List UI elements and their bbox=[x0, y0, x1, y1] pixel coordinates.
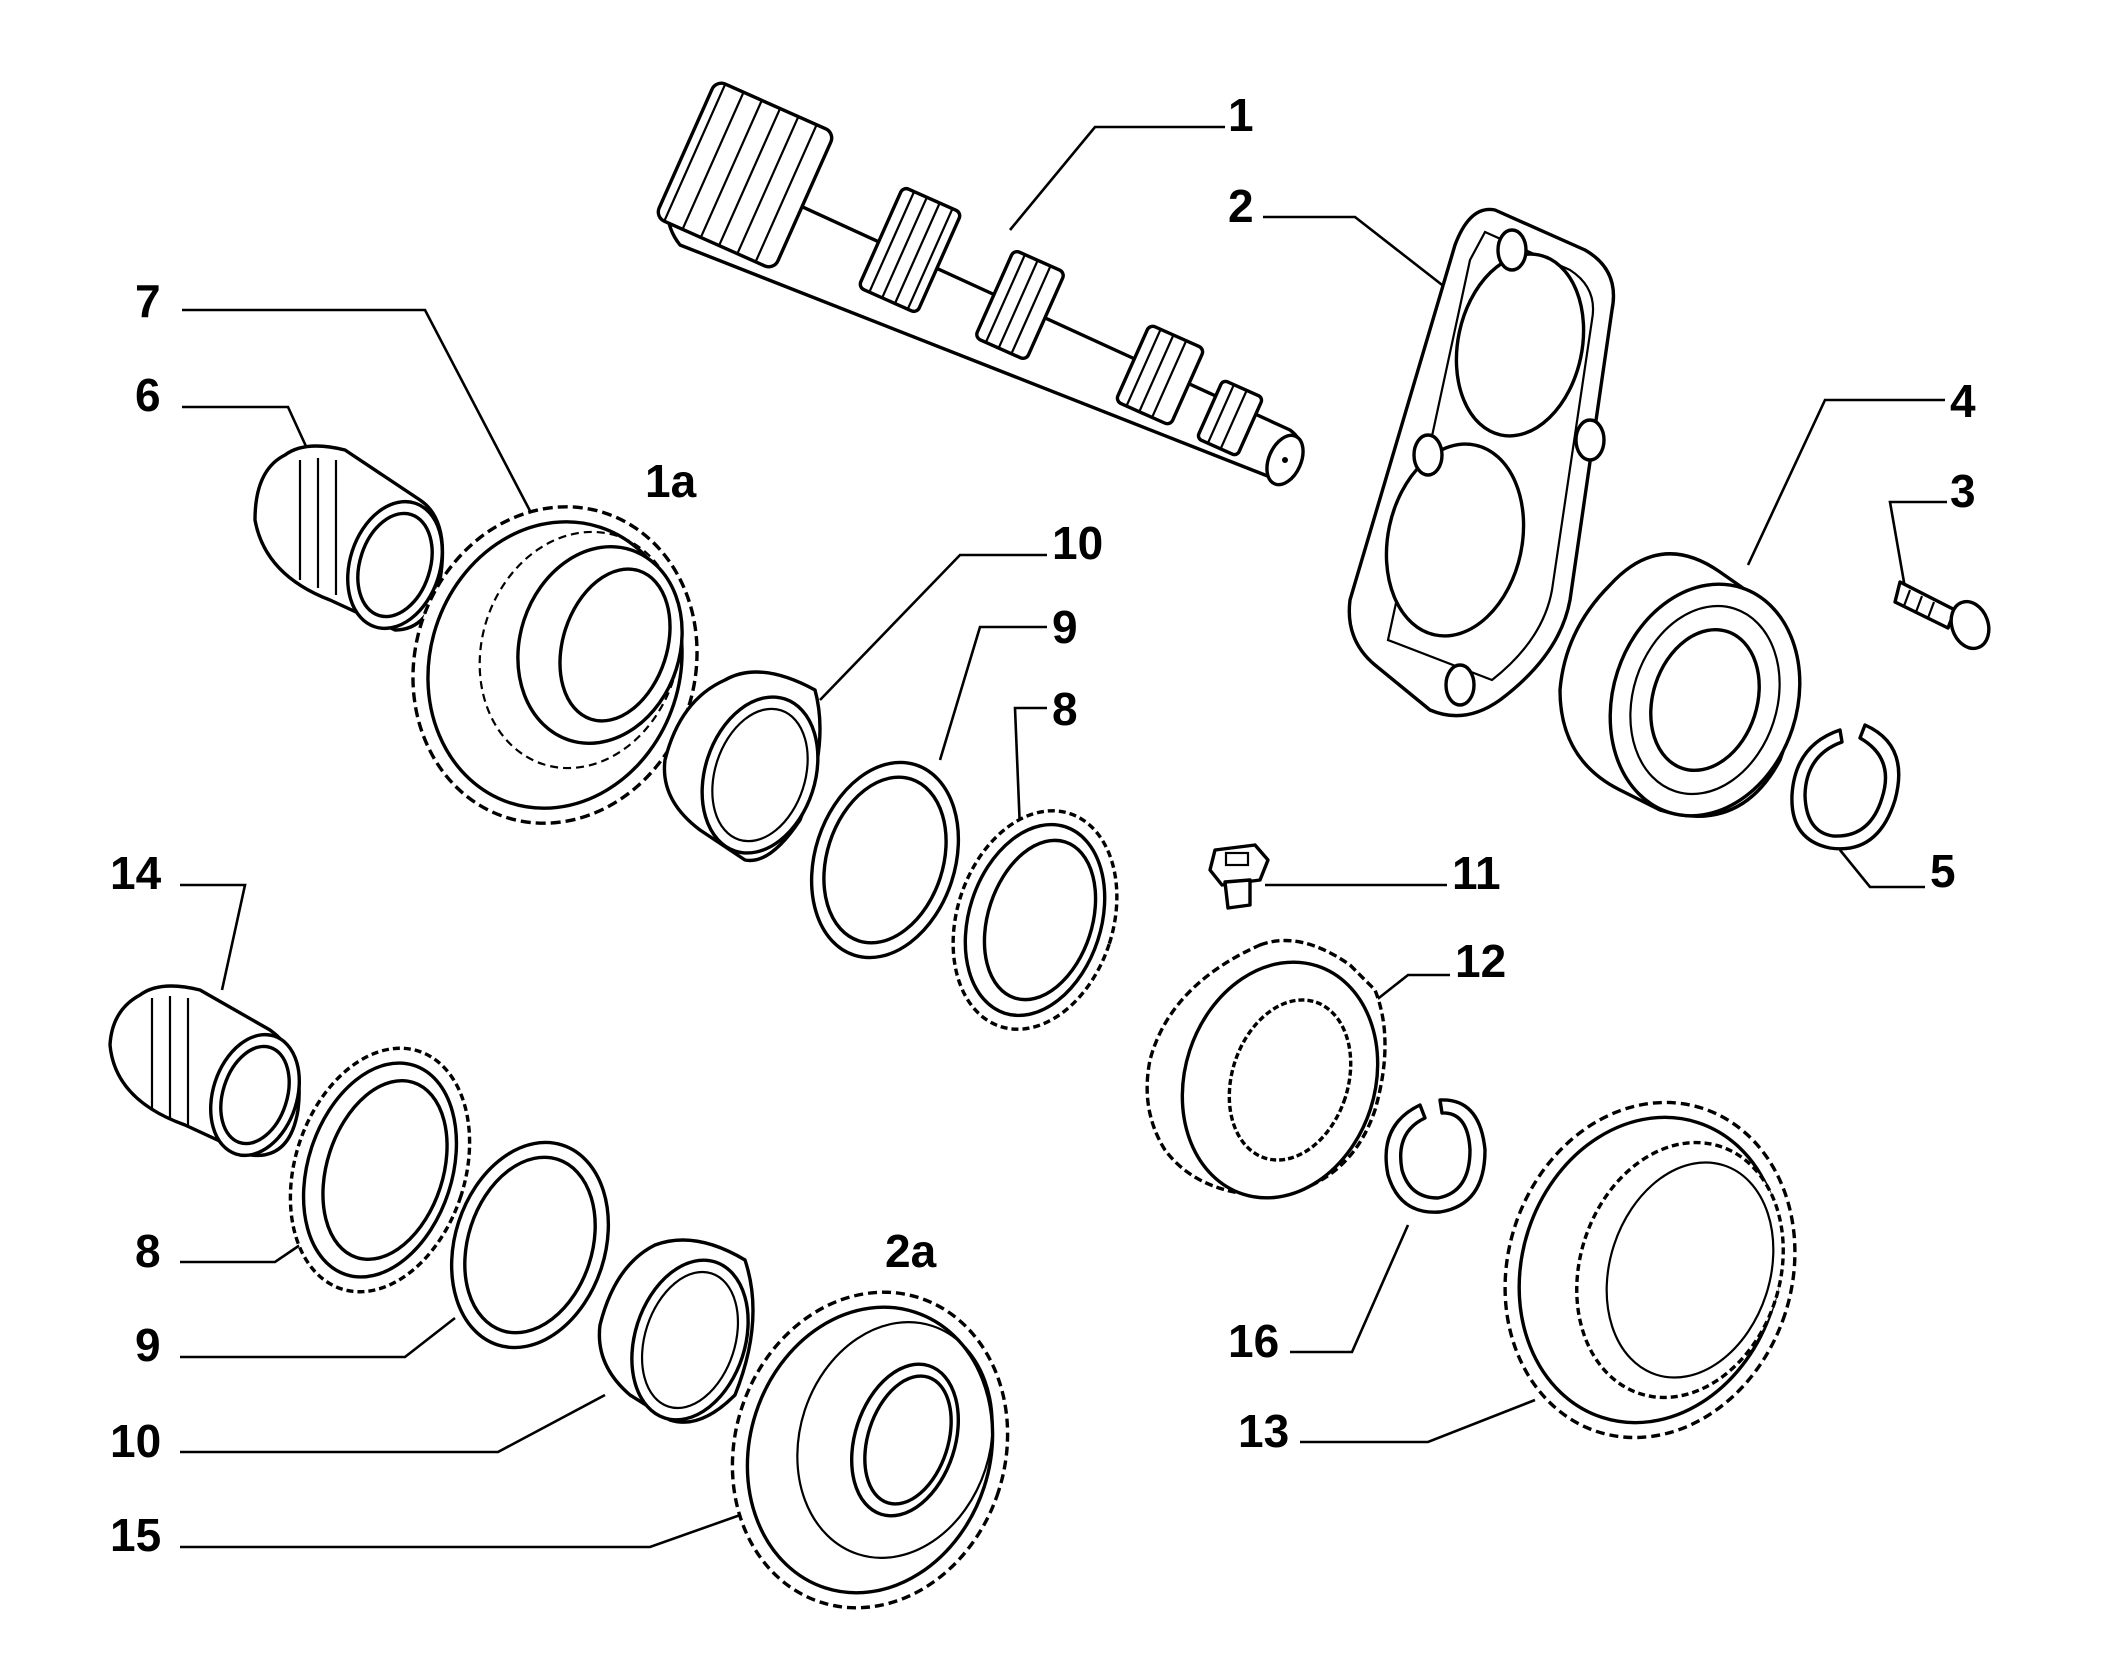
hub-part-12 bbox=[1145, 938, 1387, 1200]
leader-13 bbox=[1300, 1398, 1536, 1444]
leader-9a bbox=[938, 625, 1047, 761]
callout-10-lower: 10 bbox=[110, 1415, 162, 1467]
shaft-part-1 bbox=[656, 81, 1305, 487]
screw-part-3 bbox=[1893, 580, 1991, 651]
callout-2a: 2a bbox=[885, 1225, 937, 1277]
leader-8b bbox=[180, 1243, 301, 1264]
callout-16: 16 bbox=[1228, 1315, 1280, 1367]
leader-10a bbox=[819, 553, 1047, 701]
ring-part-9-lower bbox=[449, 1140, 611, 1350]
callout-8-lower: 8 bbox=[135, 1225, 161, 1277]
callout-8-upper: 8 bbox=[1052, 683, 1078, 735]
gear-part-15-2a bbox=[730, 1290, 1010, 1610]
callout-1a: 1a bbox=[645, 455, 697, 507]
leader-15 bbox=[180, 1506, 761, 1549]
leader-1 bbox=[1008, 125, 1225, 231]
leader-12 bbox=[1369, 973, 1450, 1007]
leader-2 bbox=[1263, 215, 1456, 297]
callout-1: 1 bbox=[1228, 89, 1254, 141]
callout-14: 14 bbox=[110, 847, 162, 899]
callout-2: 2 bbox=[1228, 180, 1254, 232]
leader-9b bbox=[180, 1316, 456, 1359]
leader-14 bbox=[180, 883, 247, 991]
callout-3: 3 bbox=[1950, 465, 1976, 517]
callout-11: 11 bbox=[1452, 847, 1501, 899]
ring-part-8-upper bbox=[951, 809, 1119, 1031]
gear-part-7-1a bbox=[411, 505, 699, 825]
callout-10-upper: 10 bbox=[1052, 517, 1104, 569]
ring-part-9-upper bbox=[809, 760, 961, 960]
needle-cage-part-14 bbox=[108, 984, 302, 1158]
leader-4 bbox=[1746, 398, 1945, 566]
leader-3 bbox=[1888, 500, 1947, 589]
cone-part-10-lower bbox=[597, 1238, 755, 1424]
plate-part-2 bbox=[1347, 207, 1616, 718]
callout-13: 13 bbox=[1238, 1405, 1290, 1457]
leader-7 bbox=[182, 308, 542, 531]
circlip-part-5 bbox=[1790, 723, 1901, 851]
sleeve-part-13 bbox=[1503, 1100, 1797, 1440]
leader-16 bbox=[1290, 1224, 1410, 1354]
leader-6 bbox=[182, 405, 312, 456]
callout-4: 4 bbox=[1950, 375, 1976, 427]
leader-10b bbox=[180, 1393, 606, 1454]
key-part-11 bbox=[1208, 843, 1270, 910]
callout-12: 12 bbox=[1455, 935, 1507, 987]
leader-8a bbox=[1013, 706, 1047, 831]
callout-7: 7 bbox=[135, 275, 161, 327]
leader-5 bbox=[1838, 849, 1925, 889]
leader-lines bbox=[180, 125, 1947, 1549]
callout-9-lower: 9 bbox=[135, 1319, 161, 1371]
callout-6: 6 bbox=[135, 369, 161, 421]
ring-part-8-lower bbox=[288, 1046, 472, 1294]
callout-9-upper: 9 bbox=[1052, 601, 1078, 653]
cone-part-10-upper bbox=[662, 670, 822, 863]
callout-5: 5 bbox=[1930, 845, 1956, 897]
bearing-part-4 bbox=[1558, 552, 1802, 818]
callout-15: 15 bbox=[110, 1509, 162, 1561]
snap-ring-part-16 bbox=[1384, 1098, 1487, 1214]
